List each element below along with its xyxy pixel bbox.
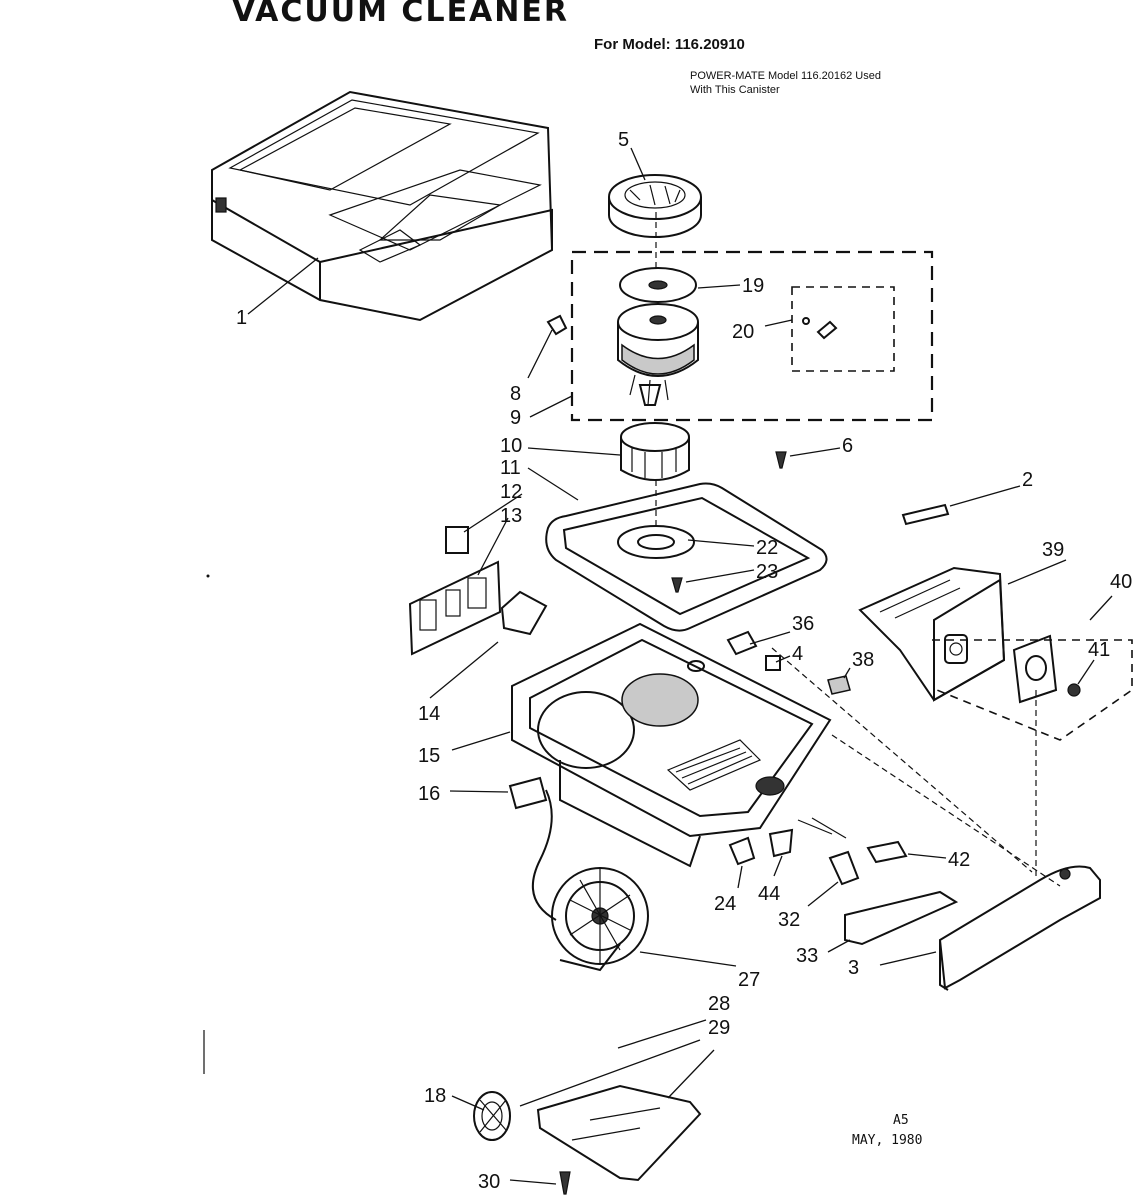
callout-12: 12: [500, 481, 522, 503]
callout-5: 5: [618, 129, 629, 151]
part-screw-30: [559, 1171, 571, 1195]
powermate-note-line1: POWER-MATE Model 116.20162 Used: [690, 70, 881, 82]
callout-19: 19: [742, 275, 764, 297]
callout-10: 10: [500, 435, 522, 457]
callout-40: 40: [1110, 571, 1132, 593]
part-bracket: [901, 503, 950, 526]
part-switch-panel: [408, 560, 502, 656]
part-nut: [1067, 683, 1081, 697]
part-axle: [519, 1039, 701, 1107]
callout-42: 42: [948, 849, 970, 871]
part-latch: [726, 630, 758, 656]
part-hinge: [827, 675, 851, 695]
diagram-title: VACUUM CLEANER: [232, 0, 569, 29]
callout-29: 29: [708, 1017, 730, 1039]
callout-22: 22: [756, 537, 778, 559]
part-44: [768, 828, 794, 858]
callout-13: 13: [500, 505, 522, 527]
part-lid: [211, 90, 554, 322]
part-40-box: [931, 639, 1133, 741]
part-canister-body: [511, 622, 832, 868]
motor-assembly-box: [570, 250, 934, 422]
part-switch-button: [445, 526, 469, 554]
part-filter-cap: [608, 174, 702, 238]
brush-kit-box: [791, 286, 895, 372]
part-motor: [617, 267, 699, 406]
part-cord-reel: [551, 867, 649, 972]
callout-30: 30: [478, 1171, 500, 1193]
callout-33: 33: [796, 945, 818, 967]
callout-20: 20: [732, 321, 754, 343]
callout-2: 2: [1022, 469, 1033, 491]
callout-38: 38: [852, 649, 874, 671]
part-screw-23: [671, 577, 683, 593]
callout-32: 32: [778, 909, 800, 931]
callout-14: 14: [418, 703, 440, 725]
part-bumper-strip: [844, 890, 959, 946]
stamp-code: A5: [893, 1113, 909, 1128]
part-gasket: [545, 482, 828, 632]
part-grommet: [546, 314, 568, 336]
part-24: [728, 836, 756, 866]
callout-1: 1: [236, 307, 247, 329]
callout-11: 11: [500, 457, 521, 479]
model-number: For Model: 116.20910: [594, 36, 745, 53]
callout-27: 27: [738, 969, 760, 991]
callout-24: 24: [714, 893, 736, 915]
stamp-date: MAY, 1980: [852, 1133, 923, 1148]
powermate-note-line2: With This Canister: [690, 84, 780, 96]
callout-16: 16: [418, 783, 440, 805]
part-screw: [775, 451, 787, 469]
part-bag-housing: [858, 566, 1006, 702]
part-bushing: [1012, 634, 1058, 704]
part-switch: [500, 590, 548, 636]
leader-lines: [247, 147, 1113, 1185]
callout-36: 36: [792, 613, 814, 635]
part-clip: [765, 655, 781, 671]
part-motor-mount: [620, 422, 690, 481]
callout-6: 6: [842, 435, 853, 457]
callout-18: 18: [424, 1085, 446, 1107]
callout-44: 44: [758, 883, 780, 905]
part-brushes: [802, 317, 838, 340]
callout-28: 28: [708, 993, 730, 1015]
callout-15: 15: [418, 745, 440, 767]
part-cord-plug: [508, 776, 557, 921]
callout-23: 23: [756, 561, 778, 583]
part-handle: [938, 865, 1101, 991]
part-wheel-hub: [866, 840, 908, 864]
callout-41: 41: [1088, 639, 1110, 661]
part-base-plate: [536, 1084, 702, 1182]
part-wheel: [473, 1091, 511, 1141]
part-filter-plate: [617, 525, 695, 559]
callout-8: 8: [510, 383, 521, 405]
callout-39: 39: [1042, 539, 1064, 561]
callout-9: 9: [510, 407, 521, 429]
callout-3: 3: [848, 957, 859, 979]
callout-4: 4: [792, 643, 803, 665]
part-32: [828, 850, 860, 886]
